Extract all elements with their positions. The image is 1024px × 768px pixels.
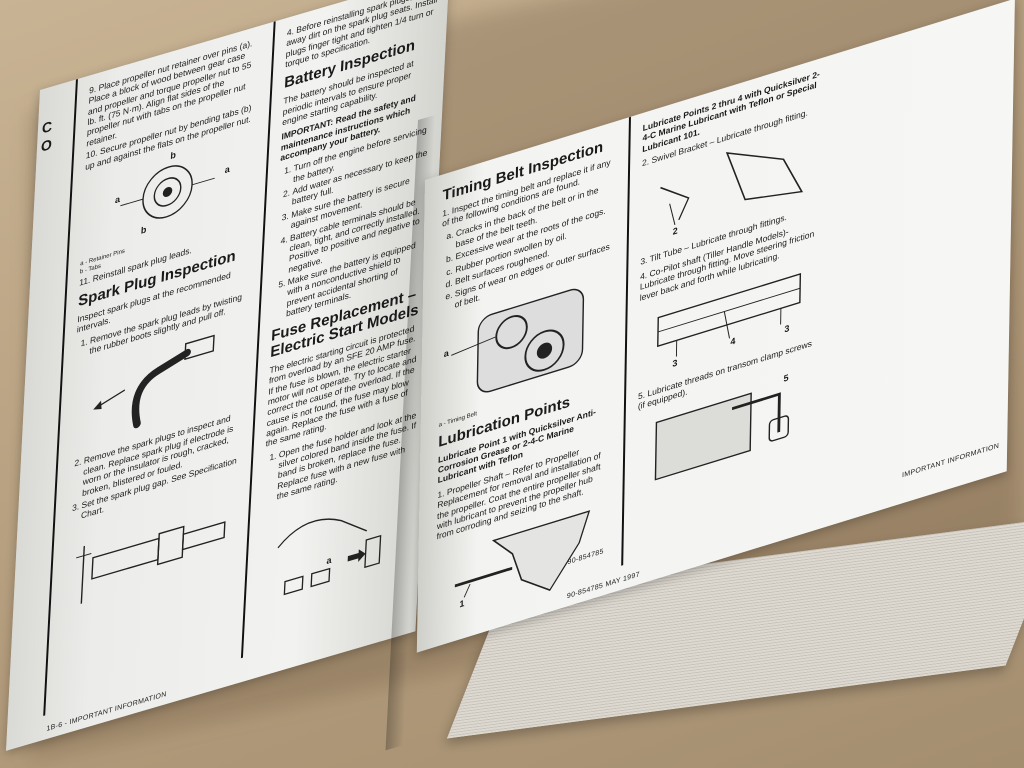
callout-4: 4 [730, 335, 736, 348]
left-page-column-1: 9. Place propeller nut retainer over pin… [46, 23, 270, 739]
left-page-column-2: 4. Before reinstalling spark plugs, clea… [244, 0, 450, 681]
callout-2: 2 [672, 225, 678, 238]
callout-1: 1 [459, 597, 465, 610]
spark-lead-figure [70, 315, 244, 456]
swivel-bracket-figure: 2 [641, 117, 822, 253]
right-page-footer-section: IMPORTANT INFORMATION [901, 442, 1000, 480]
callout-a: a [224, 163, 231, 176]
right-page-column-1: Timing Belt Inspection 1. Inspect the ti… [417, 119, 625, 653]
spark-gap-figure [62, 480, 236, 621]
transom-clamp-drawing [654, 391, 790, 481]
callout-b: b [170, 149, 177, 162]
spark-plug-drawing [76, 520, 226, 604]
propeller-shaft-figure: 1 [435, 493, 609, 636]
callout-5: 5 [783, 371, 789, 384]
prop-nut-drawing [120, 165, 215, 219]
callout-a: a [114, 193, 121, 206]
tilt-tube-drawing [657, 272, 802, 357]
callout-3: 3 [672, 357, 678, 369]
gearcase-drawing [454, 509, 591, 598]
engine-drawing [451, 288, 585, 393]
fuse-figure: a [257, 466, 415, 622]
spark-lead-drawing [93, 335, 215, 429]
left-page: C O 9. Place propeller nut retainer over… [5, 0, 450, 751]
callout-a: a [443, 347, 449, 360]
prop-nut-figure: a a b b [81, 126, 255, 257]
timing-belt-figure: a [439, 265, 613, 418]
tilt-tube-figure: 3 4 3 [638, 252, 819, 388]
right-page-column-2: Lubricate Points 2 thru 4 with Quicksilv… [625, 55, 833, 589]
callout-b: b [140, 223, 147, 236]
swivel-bracket-drawing [660, 152, 804, 226]
fuse-drawing [277, 518, 382, 595]
callout-a: a [326, 554, 332, 566]
right-page: Timing Belt Inspection 1. Inspect the ti… [416, 0, 1015, 653]
callout-3: 3 [784, 322, 790, 335]
transom-clamp-figure: 5 [636, 361, 817, 497]
